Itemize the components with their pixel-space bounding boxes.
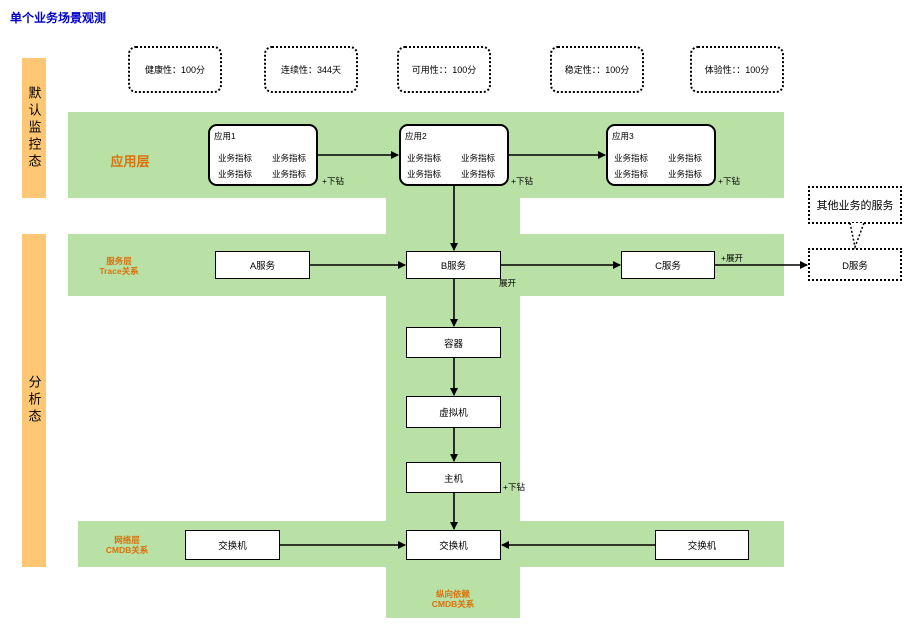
stability-metric[interactable]: 稳定性：：100分: [550, 46, 644, 93]
switch-right-label: 交换机: [687, 541, 717, 552]
experience-metric-label: 体验性：：100分: [704, 65, 770, 75]
app-1-box[interactable]: 应用1 业务指标 业务指标 业务指标 业务指标: [208, 124, 318, 186]
vertical-dependency-subtitle: CMDB关系: [431, 599, 475, 609]
app-3-metric: 业务指标: [614, 153, 649, 163]
service-b-box[interactable]: B服务: [406, 251, 501, 279]
analysis-band: 分析态: [22, 234, 46, 567]
continuity-metric[interactable]: 连续性：344天: [264, 46, 358, 93]
app-1-name: 应用1: [214, 131, 236, 141]
availability-metric[interactable]: 可用性：：100分: [397, 46, 491, 93]
app-2-metric: 业务指标: [461, 169, 496, 179]
app-3-box[interactable]: 应用3 业务指标 业务指标 业务指标 业务指标: [606, 124, 716, 186]
stability-metric-label: 稳定性：：100分: [564, 65, 630, 75]
service-c-box[interactable]: C服务: [621, 251, 715, 279]
analysis-label: 分析态: [26, 375, 42, 426]
service-a-label: A服务: [249, 261, 276, 272]
default-monitoring-band: 默认监控态: [22, 58, 46, 198]
availability-metric-label: 可用性：：100分: [411, 65, 477, 75]
host-box[interactable]: 主机: [406, 462, 501, 493]
service-b-label: B服务: [440, 261, 467, 272]
app-3-drill-down-link[interactable]: +下钻: [718, 176, 740, 186]
app-3-name: 应用3: [612, 131, 634, 141]
service-c-expand-link[interactable]: +展开: [721, 253, 743, 263]
container-label: 容器: [443, 338, 463, 350]
continuity-metric-label: 连续性：344天: [280, 65, 342, 75]
service-d-box[interactable]: D服务: [808, 248, 902, 281]
app-2-metric: 业务指标: [407, 153, 442, 163]
switch-center-box[interactable]: 交换机: [406, 530, 501, 560]
app-1-drill-down-link[interactable]: +下钻: [322, 176, 344, 186]
health-metric[interactable]: 健康性：100分: [128, 46, 222, 93]
app-2-drill-down-link[interactable]: +下钻: [511, 176, 533, 186]
app-3-metric: 业务指标: [614, 169, 649, 179]
vertical-dependency-label: 纵向依赖 CMDB关系: [416, 589, 490, 609]
service-c-label: C服务: [655, 261, 681, 272]
page-title: 单个业务场景观测: [10, 11, 107, 25]
switch-left-label: 交换机: [218, 541, 247, 552]
app-layer-label: 应用层: [110, 154, 150, 169]
vertical-dependency-title: 纵向依赖: [435, 589, 470, 599]
host-label: 主机: [443, 473, 463, 485]
service-layer-label: 服务层 Trace关系: [84, 256, 154, 276]
default-monitoring-label: 默认监控态: [26, 85, 42, 171]
app-3-metric: 业务指标: [668, 169, 703, 179]
app-2-name: 应用2: [405, 131, 427, 141]
callout-pointer: [849, 222, 865, 250]
app-1-metric: 业务指标: [218, 169, 253, 179]
health-metric-label: 健康性：100分: [144, 65, 206, 75]
service-d-label: D服务: [842, 260, 868, 272]
app-1-metric: 业务指标: [272, 153, 307, 163]
app-1-metric: 业务指标: [272, 169, 307, 179]
host-drill-down-link[interactable]: +下钻: [503, 482, 525, 492]
switch-right-box[interactable]: 交换机: [655, 530, 749, 560]
switch-left-box[interactable]: 交换机: [185, 530, 280, 560]
service-layer-title: 服务层: [106, 256, 132, 266]
vm-label: 虚拟机: [439, 408, 468, 419]
service-b-expand-link[interactable]: 展开: [499, 278, 517, 288]
app-3-metric: 业务指标: [668, 153, 703, 163]
app-1-metric: 业务指标: [218, 153, 253, 163]
service-layer-subtitle: Trace关系: [99, 266, 139, 276]
network-layer-title: 网络层: [114, 535, 140, 545]
app-2-metric: 业务指标: [461, 153, 496, 163]
network-layer-subtitle: CMDB关系: [105, 545, 149, 555]
container-box[interactable]: 容器: [406, 327, 501, 358]
vm-box[interactable]: 虚拟机: [406, 396, 501, 428]
network-layer-label: 网络层 CMDB关系: [92, 535, 162, 555]
switch-center-label: 交换机: [439, 541, 468, 552]
callout-text: 其他业务的服务: [816, 200, 894, 212]
experience-metric[interactable]: 体验性：：100分: [690, 46, 784, 93]
service-a-box[interactable]: A服务: [215, 251, 310, 279]
app-2-metric: 业务指标: [407, 169, 442, 179]
app-2-box[interactable]: 应用2 业务指标 业务指标 业务指标 业务指标: [399, 124, 509, 186]
